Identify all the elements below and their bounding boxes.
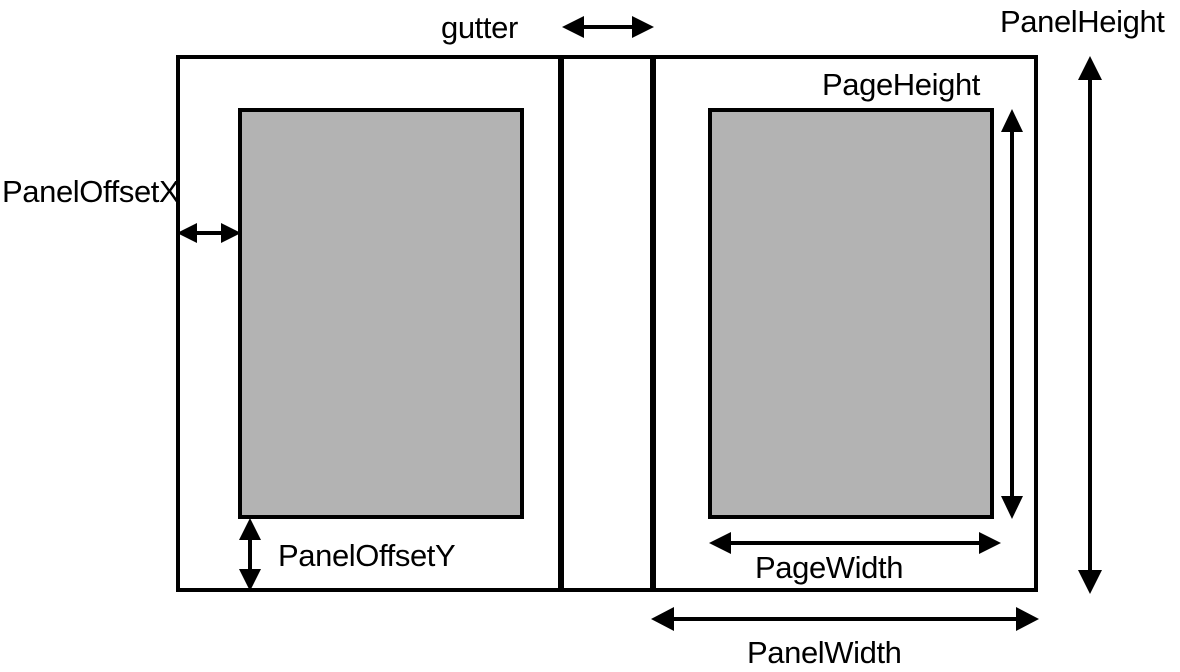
- panel-height-label: PanelHeight: [1000, 4, 1165, 39]
- left-page-rect: [238, 108, 524, 519]
- panel-offset-y-label: PanelOffsetY: [278, 538, 455, 573]
- panel-offset-y-dimension-arrow: [239, 518, 261, 591]
- panel-width-label: PanelWidth: [747, 635, 902, 670]
- panel-offset-x-dimension-arrow: [176, 205, 241, 262]
- page-width-label: PageWidth: [755, 550, 903, 585]
- panel-offset-x-label: PanelOffsetX: [2, 174, 180, 209]
- gutter-area: [560, 55, 654, 592]
- page-height-dimension-arrow: [1001, 109, 1023, 519]
- right-page-rect: [708, 108, 994, 519]
- page-width-dimension-arrow: [709, 532, 1001, 554]
- panel-height-dimension-arrow: [1078, 56, 1102, 594]
- panel-width-dimension-arrow: [651, 607, 1039, 631]
- page-height-label: PageHeight: [822, 67, 981, 102]
- gutter-label: gutter: [441, 10, 518, 45]
- gutter-dimension-arrow: [562, 16, 654, 38]
